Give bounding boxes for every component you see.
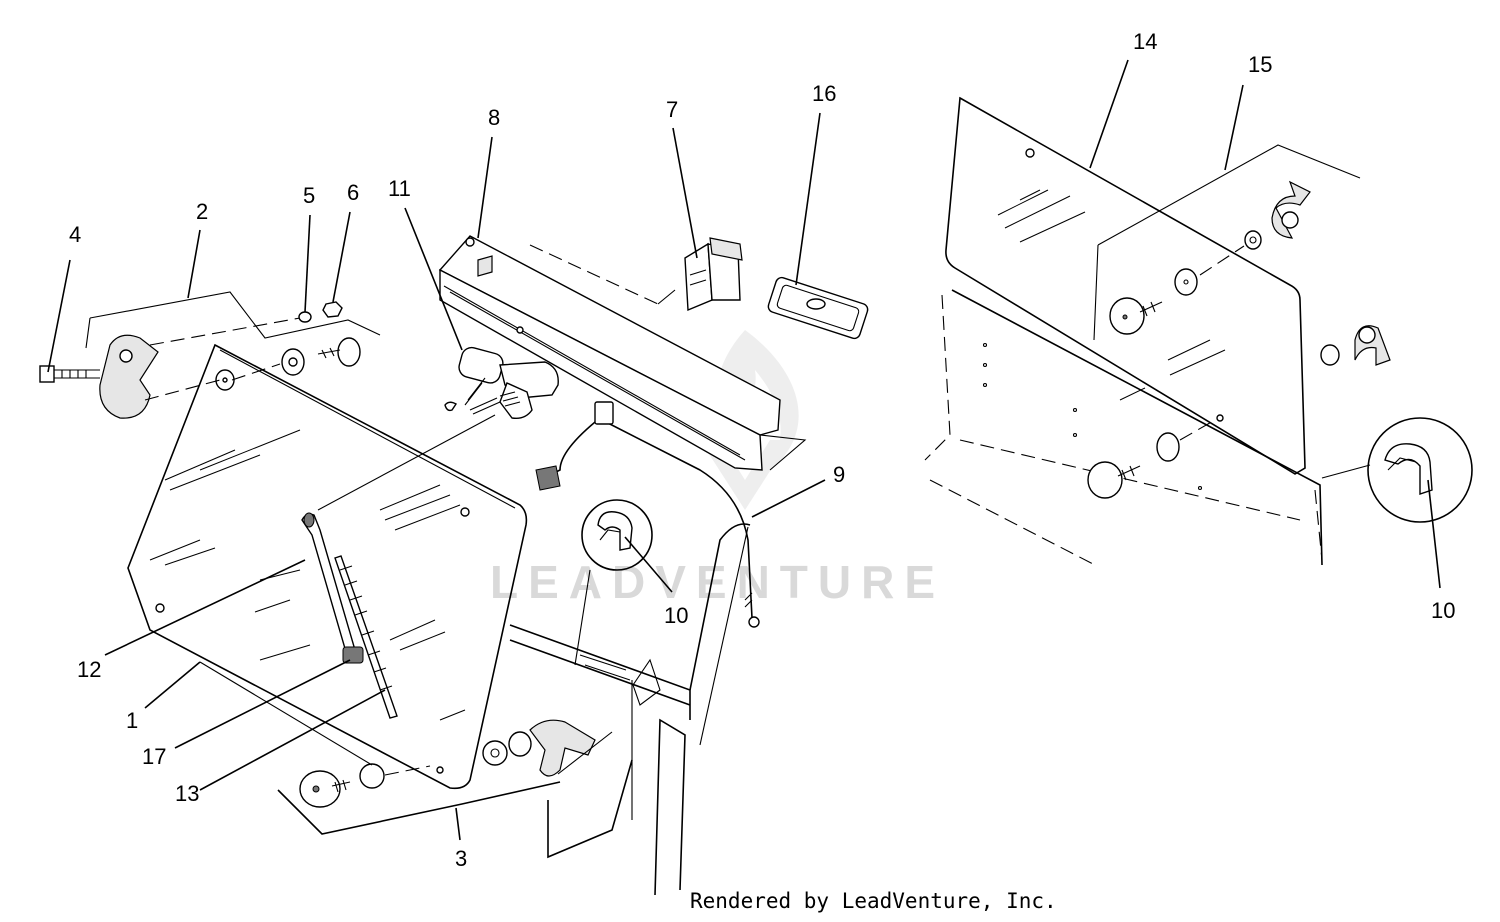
wire-harness-part-9 <box>535 401 760 628</box>
callout-3: 3 <box>455 846 467 871</box>
wire-clip-detail-right <box>1367 417 1473 523</box>
callout-17: 17 <box>142 744 166 769</box>
watermark-text: LEADVENTURE <box>490 556 945 608</box>
callout-15: 15 <box>1248 52 1272 77</box>
callout-5: 5 <box>303 183 315 208</box>
callout-1: 1 <box>126 708 138 733</box>
wiper-blade-part-13 <box>334 555 398 719</box>
rear-window-group <box>924 96 1473 566</box>
nut-part-6 <box>322 301 343 318</box>
callout-14: 14 <box>1133 29 1157 54</box>
callout-13: 13 <box>175 781 199 806</box>
callout-12: 12 <box>77 657 101 682</box>
windshield-glass <box>127 343 528 790</box>
callout-10-right: 10 <box>1431 598 1455 623</box>
wire-clip-detail-left <box>581 499 653 571</box>
bolt-part-4 <box>39 365 100 383</box>
callout-9: 9 <box>833 462 845 487</box>
front-windshield-group <box>39 291 760 896</box>
washer-part-5 <box>298 311 312 323</box>
glass-hatching <box>149 429 466 721</box>
blade-clip-part-17 <box>342 646 364 664</box>
callout-7: 7 <box>666 97 678 122</box>
callout-8: 8 <box>488 105 500 130</box>
callout-4: 4 <box>69 222 81 247</box>
callout-labels: 1 2 3 4 5 6 7 8 9 10 10 11 12 13 14 15 1… <box>69 29 1455 871</box>
footer-credit: Rendered by LeadVenture, Inc. <box>690 889 1057 913</box>
callout-11: 11 <box>388 176 411 201</box>
mount-hardware-part-3 <box>277 680 633 859</box>
bracket-part-2 <box>99 334 159 419</box>
callout-2: 2 <box>196 199 208 224</box>
callout-6: 6 <box>347 180 359 205</box>
switch-part-7 <box>684 237 743 312</box>
wiper-motor-part-11 <box>444 346 559 420</box>
label-plate-part-16 <box>767 276 869 340</box>
callout-16: 16 <box>812 81 836 106</box>
callout-10-left: 10 <box>664 603 688 628</box>
rear-glass-part-14 <box>945 96 1306 475</box>
leader-lines <box>47 59 1441 841</box>
